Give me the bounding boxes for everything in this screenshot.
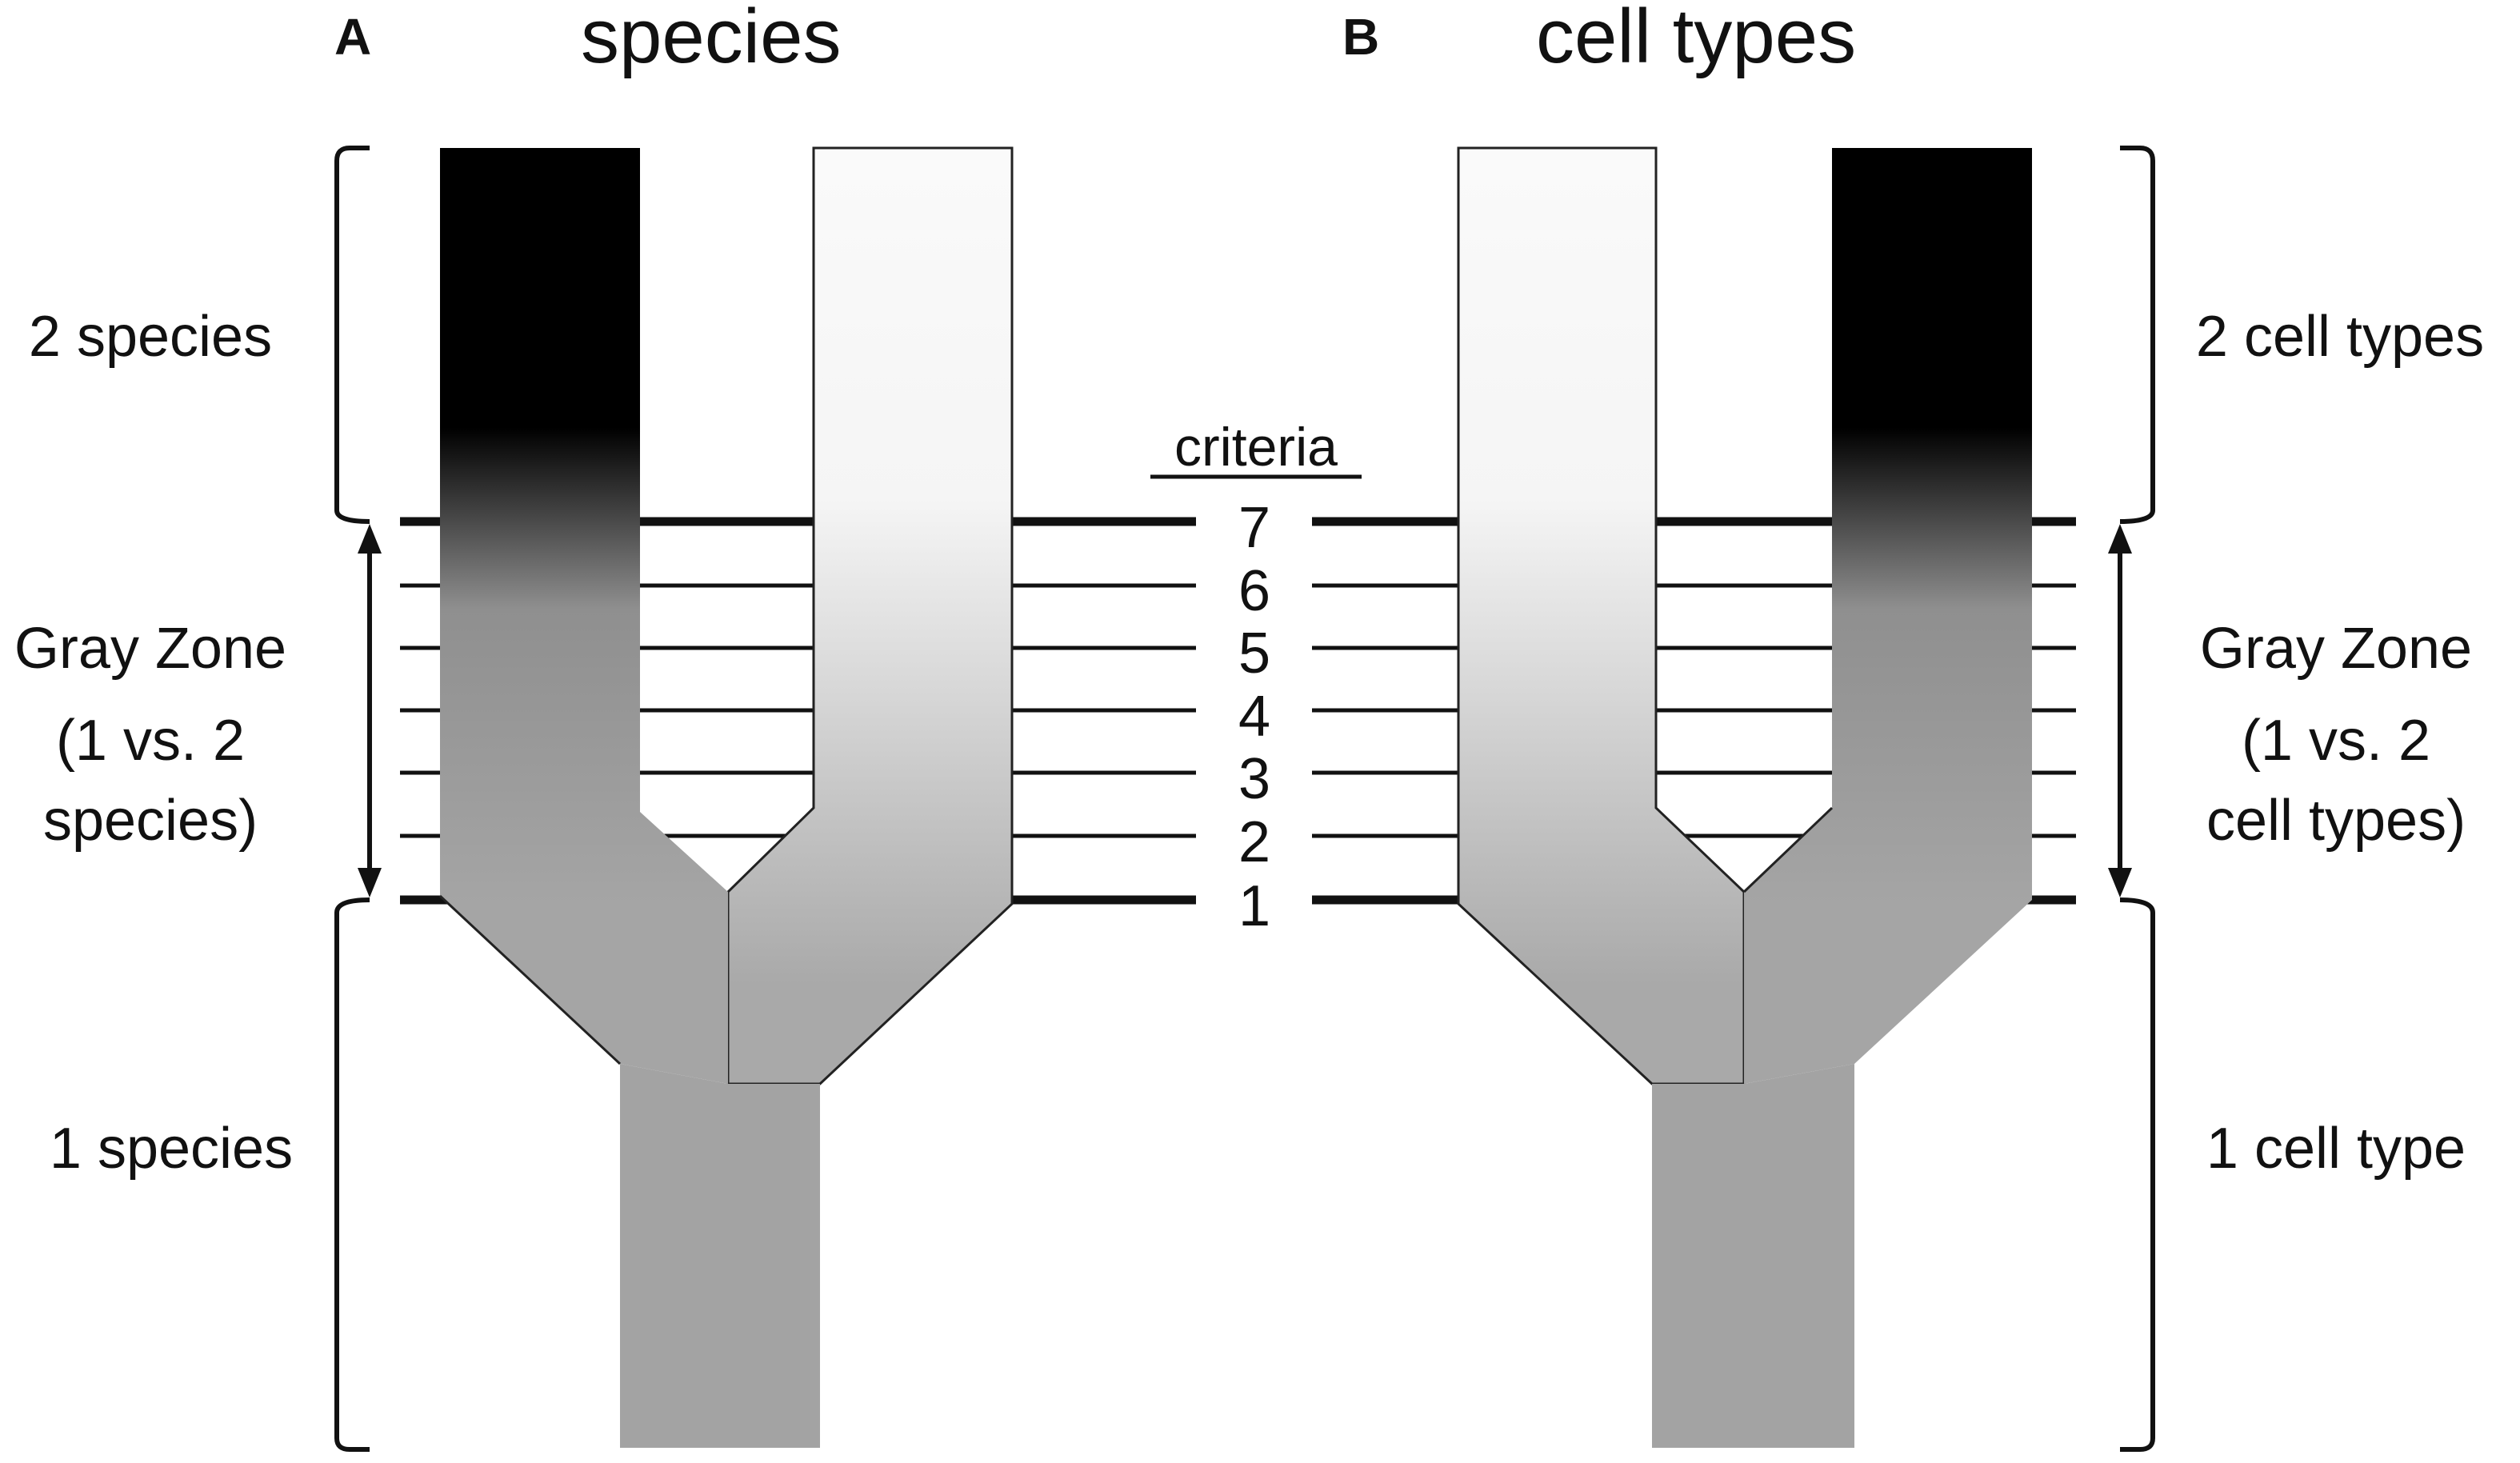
panel-a-letter: A (334, 8, 371, 66)
dark-branch-b (1744, 148, 2032, 1084)
criterion-6: 6 (1238, 559, 1270, 623)
criterion-5: 5 (1238, 622, 1270, 686)
panel-b: B cell types 2 cell types (1312, 0, 2484, 1452)
brace-one-b (2119, 897, 2155, 1452)
light-branch-b (1457, 146, 1746, 1085)
gray-zone-line-2-a: (1 vs. 2 (56, 709, 245, 773)
gray-zone-line-2-b: (1 vs. 2 (2242, 709, 2430, 773)
label-two-cell-types: 2 cell types (2196, 305, 2484, 369)
gray-zone-line-1-b: Gray Zone (2200, 617, 2472, 681)
label-two-species: 2 species (29, 305, 272, 369)
panel-a-title: species (581, 0, 842, 79)
gray-zone-arrow-a (358, 524, 382, 897)
gray-stem-a (620, 1064, 820, 1448)
dark-branch-a (440, 148, 728, 1084)
criteria-scale: criteria 7 6 5 4 3 2 1 (1150, 417, 1362, 938)
criterion-2: 2 (1238, 810, 1270, 874)
gray-zone-line-1-a: Gray Zone (14, 617, 286, 681)
light-branch-a (726, 146, 1014, 1085)
criteria-heading: criteria (1174, 417, 1338, 478)
brace-one-a (334, 897, 370, 1452)
criterion-1: 1 (1238, 874, 1270, 938)
brace-two-a (334, 146, 370, 524)
label-one-cell-type: 1 cell type (2206, 1117, 2466, 1181)
criterion-7: 7 (1238, 496, 1270, 560)
gray-stem-b (1652, 1064, 1854, 1448)
gray-zone-line-3-a: species) (43, 789, 258, 853)
brace-two-b (2119, 146, 2155, 524)
y-shape-a (438, 146, 1014, 1448)
gray-zone-line-3-b: cell types) (2206, 789, 2466, 853)
y-shape-b (1457, 146, 2032, 1448)
panel-a: A species 2 species Gray (14, 0, 1196, 1452)
panel-b-letter: B (1342, 8, 1379, 66)
panel-b-title: cell types (1536, 0, 1856, 79)
criterion-3: 3 (1238, 747, 1270, 811)
criterion-4: 4 (1238, 685, 1270, 749)
label-one-species: 1 species (50, 1117, 293, 1181)
gray-zone-arrow-b (2108, 524, 2132, 897)
